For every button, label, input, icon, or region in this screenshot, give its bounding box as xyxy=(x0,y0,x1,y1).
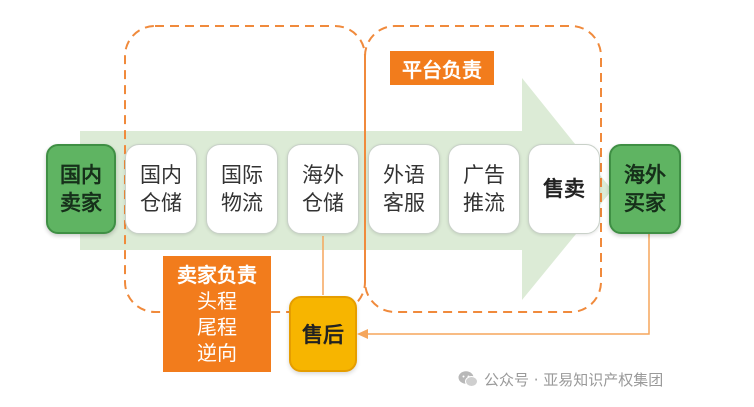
step-overseas-warehouse: 海外 仓储 xyxy=(287,144,359,234)
domestic-seller-box: 国内 卖家 xyxy=(46,144,116,234)
step-label-line-2: 物流 xyxy=(221,191,263,215)
step-label-line-1: 广告 xyxy=(463,163,505,187)
step-international-logistics: 国际 物流 xyxy=(206,144,278,234)
step-foreign-language-service: 外语 客服 xyxy=(368,144,440,234)
seller-responsible-panel: 卖家负责 头程 尾程 逆向 xyxy=(163,256,271,372)
domestic-seller-line-2: 卖家 xyxy=(60,191,102,215)
step-label-line-2: 客服 xyxy=(383,191,425,215)
overseas-buyer-line-2: 买家 xyxy=(624,191,666,215)
watermark: 公众号 · 亚易知识产权集团 xyxy=(458,368,663,390)
step-label-line-2: 仓储 xyxy=(140,191,182,215)
seller-responsible-title: 卖家负责 xyxy=(177,263,257,287)
domestic-seller-line-1: 国内 xyxy=(60,163,102,187)
overseas-buyer-line-1: 海外 xyxy=(624,163,666,187)
step-label-line-1: 海外 xyxy=(302,163,344,187)
seller-responsible-item: 头程 xyxy=(197,289,237,313)
step-label-line-2: 仓储 xyxy=(302,191,344,215)
platform-responsible-label: 平台负责 xyxy=(390,51,494,85)
platform-zone-dashed xyxy=(364,25,602,313)
watermark-text: 公众号 · 亚易知识产权集团 xyxy=(484,370,664,389)
step-label-line-1: 国际 xyxy=(221,163,263,187)
buyer-to-aftersales-line xyxy=(366,233,650,335)
overseas-buyer-box: 海外 买家 xyxy=(609,144,681,234)
step-domestic-warehouse: 国内 仓储 xyxy=(125,144,197,234)
step-label-line-1: 国内 xyxy=(140,163,182,187)
wechat-icon xyxy=(458,371,478,387)
after-sales-box: 售后 xyxy=(289,296,357,372)
step-ad-promotion: 广告 推流 xyxy=(448,144,520,234)
seller-responsible-item: 逆向 xyxy=(197,341,237,365)
seller-responsible-item: 尾程 xyxy=(197,315,237,339)
step-label-line-2: 推流 xyxy=(463,191,505,215)
step-sales: 售卖 xyxy=(528,144,600,234)
step-label-line-1: 售卖 xyxy=(543,177,585,201)
step-label-line-1: 外语 xyxy=(383,163,425,187)
aftersales-arrowhead xyxy=(357,329,368,339)
